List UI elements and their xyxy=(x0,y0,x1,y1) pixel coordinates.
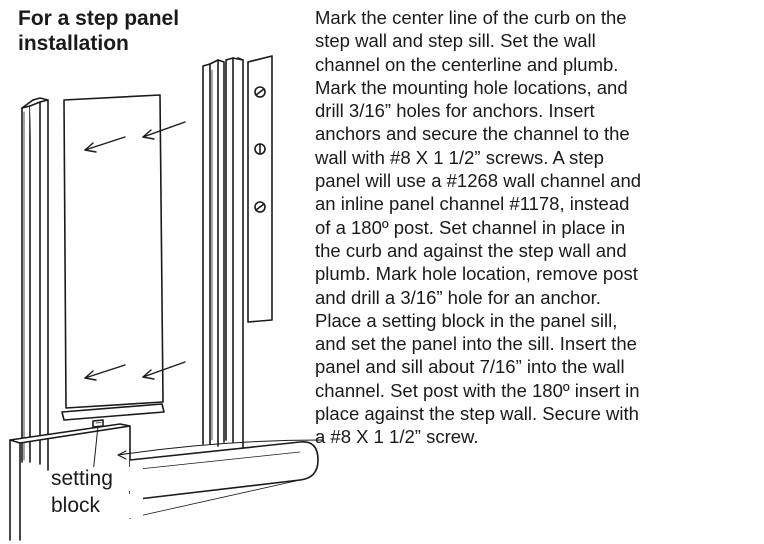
instruction-line: drill 3/16” holes for anchors. Insert xyxy=(315,100,595,122)
instruction-line: channel on the centerline and plumb. xyxy=(315,53,619,75)
arrow-icon xyxy=(84,364,126,379)
instruction-line: the curb and against the step wall and xyxy=(315,239,627,261)
instruction-line: and drill a 3/16” hole for an anchor. xyxy=(315,286,601,308)
instruction-line: panel will use a #1268 wall channel and xyxy=(315,170,642,192)
instruction-line: wall with #8 X 1 1/2” screws. A step xyxy=(315,146,604,168)
arrow-icons xyxy=(84,121,186,381)
instruction-line: Mark the center line of the curb on the xyxy=(315,7,627,28)
instruction-line: place against the step wall. Secure with xyxy=(315,403,639,425)
callout-label-setting: setting xyxy=(49,467,143,491)
instruction-line: panel and sill about 7/16” into the wall xyxy=(315,356,625,378)
instruction-line: anchors and secure the channel to the xyxy=(315,123,630,145)
heading-line-1: For a step panel xyxy=(18,7,180,30)
heading-line-2: installation xyxy=(18,32,129,55)
instruction-text: Mark the center line of the curb on the … xyxy=(315,6,760,449)
section-heading: For a step panel installation xyxy=(18,6,278,56)
instruction-line: a #8 X 1 1/2” screw. xyxy=(315,426,479,448)
callout-leader-line xyxy=(92,425,99,475)
arrow-icon xyxy=(142,361,186,378)
instruction-line: and set the panel into the sill. Insert … xyxy=(315,333,637,355)
instruction-line: Mark the mounting hole locations, and xyxy=(315,76,628,98)
wall-channel-with-holes xyxy=(247,55,273,323)
instruction-line: an inline panel channel #1178, instead xyxy=(315,193,630,215)
instruction-line: of a 180º post. Set channel in place in xyxy=(315,216,626,238)
installation-diagram xyxy=(9,55,323,541)
screw-icon xyxy=(254,86,266,98)
panel-sill xyxy=(61,403,165,421)
callout-label-block: block xyxy=(49,494,143,518)
arrow-icon xyxy=(84,136,126,151)
instruction-line: Place a setting block in the panel sill, xyxy=(315,309,618,331)
left-wall-channel xyxy=(21,97,49,471)
glass-panel xyxy=(63,94,164,409)
instruction-line: plumb. Mark hole location, remove post xyxy=(315,263,638,285)
instruction-line: step wall and step sill. Set the wall xyxy=(315,30,596,52)
inline-panel-channel xyxy=(202,57,244,449)
instruction-line: channel. Set post with the 180º insert i… xyxy=(315,379,640,401)
callout-leader-line xyxy=(117,439,323,456)
arrow-icon xyxy=(142,121,186,138)
screw-icon xyxy=(254,201,266,213)
